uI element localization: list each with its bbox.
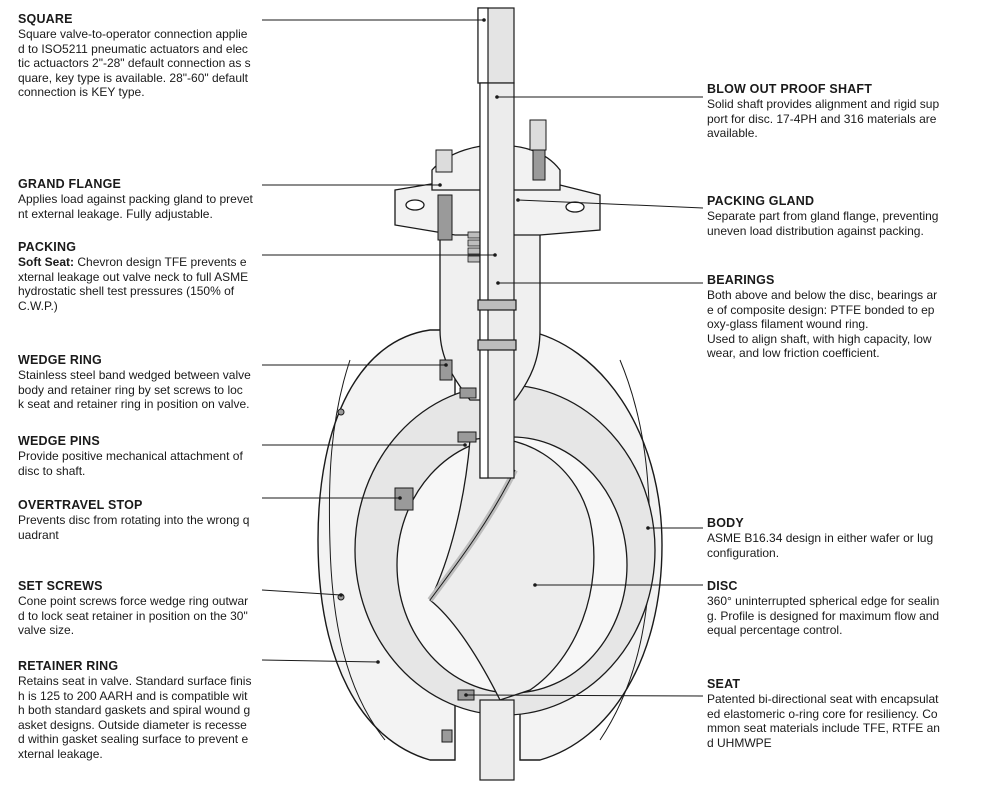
callout-title: RETAINER RING [18,659,119,673]
callout-wedge-pins: WEDGE PINS Provide positive mechanical a… [18,434,293,478]
callout-bearings: BEARINGS Both above and below the disc, … [707,273,982,361]
callout-packing-gland: PACKING GLAND Separate part from gland f… [707,194,982,238]
callout-blow-out-proof-shaft: BLOW OUT PROOF SHAFT Solid shaft provide… [707,82,982,141]
callout-retainer-ring: RETAINER RING Retains seat in valve. Sta… [18,659,293,761]
callout-text: Solid shaft provides alignment and rigid… [707,97,940,140]
leader-dots [339,18,650,697]
callout-text: Separate part from gland flange, prevent… [707,209,939,238]
callout-body: BODY ASME B16.34 design in either wafer … [707,516,982,560]
callout-title: BLOW OUT PROOF SHAFT [707,82,873,96]
callout-text: Patented bi-directional seat with encaps… [707,692,940,750]
callout-text: Provide positive mechanical attachment o… [18,449,243,478]
callout-seat: SEAT Patented bi-directional seat with e… [707,677,982,750]
callout-text: Cone point screws force wedge ring outwa… [18,594,249,637]
callout-title: OVERTRAVEL STOP [18,498,143,512]
callout-title: WEDGE RING [18,353,102,367]
callout-title: GRAND FLANGE [18,177,122,191]
leader-lines [261,19,704,697]
callout-text: Applies load against packing gland to pr… [18,192,253,221]
callout-title: BODY [707,516,744,530]
callout-packing: PACKING Soft Seat: Chevron design TFE pr… [18,240,293,313]
callout-text: Square valve-to-operator connection appl… [18,27,251,99]
callout-title: WEDGE PINS [18,434,100,448]
callout-title: PACKING [18,240,77,254]
callout-title: SQUARE [18,12,73,26]
callout-text: Prevents disc from rotating into the wro… [18,513,250,542]
callout-disc: DISC 360° uninterrupted spherical edge f… [707,579,982,638]
callout-title: SEAT [707,677,741,691]
callout-title: DISC [707,579,738,593]
callout-wedge-ring: WEDGE RING Stainless steel band wedged b… [18,353,293,412]
callout-title: PACKING GLAND [707,194,815,208]
callout-text: Stainless steel band wedged between valv… [18,368,251,411]
shaft [477,7,517,781]
valve-disc [427,437,595,701]
callout-text: Retains seat in valve. Standard surface … [18,674,252,761]
callout-text: 360° uninterrupted spherical edge for se… [707,594,940,637]
callout-overtravel-stop: OVERTRAVEL STOP Prevents disc from rotat… [18,498,293,542]
callout-title: BEARINGS [707,273,775,287]
callout-text: Both above and below the disc, bearings … [707,288,938,360]
flange-bolts [435,119,547,241]
callout-square: SQUARE Square valve-to-operator connecti… [18,12,293,100]
callout-grand-flange: GRAND FLANGE Applies load against packin… [18,177,293,221]
callout-set-screws: SET SCREWS Cone point screws force wedge… [18,579,293,638]
callout-text: ASME B16.34 design in either wafer or lu… [707,531,934,560]
callout-title: SET SCREWS [18,579,103,593]
callout-text: Soft Seat: Chevron design TFE prevents e… [18,255,249,313]
